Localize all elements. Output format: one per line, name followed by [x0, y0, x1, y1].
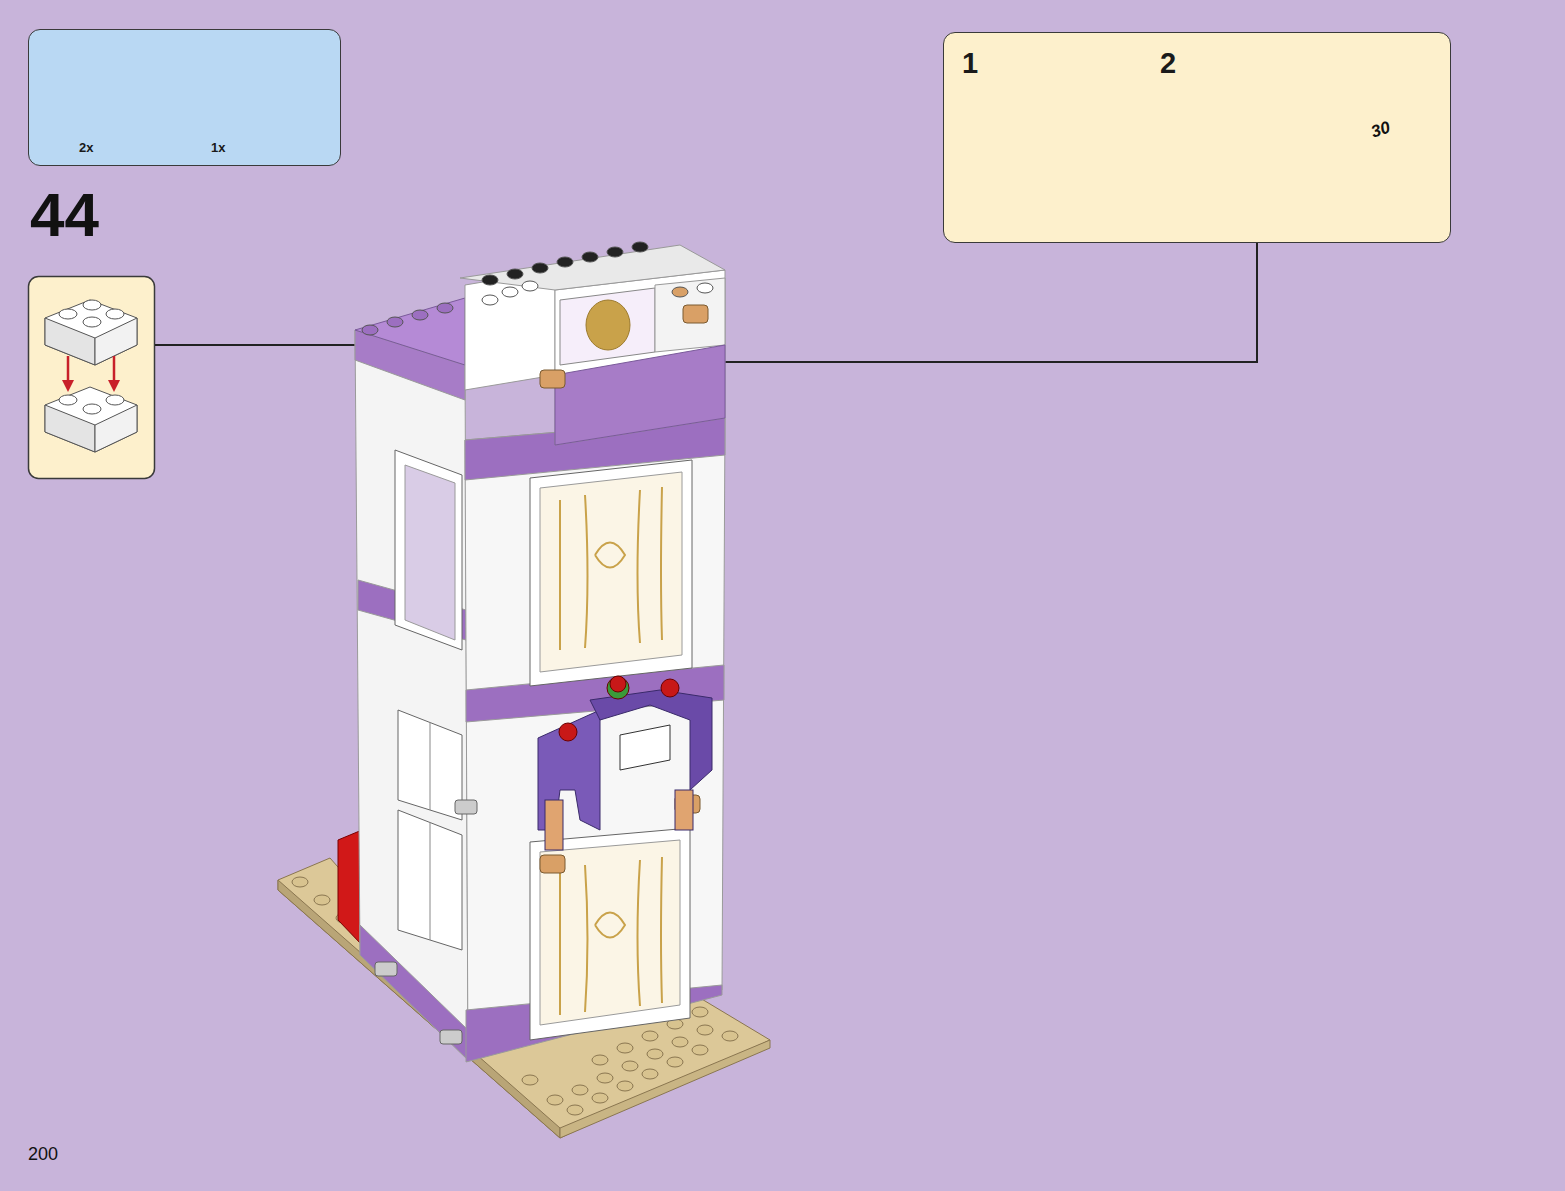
parts-list-box: 2x 1x [28, 29, 341, 166]
subassembly-box [29, 277, 155, 479]
page-number: 200 [28, 1145, 58, 1163]
pins [375, 800, 477, 1044]
arch [538, 690, 712, 850]
roses [559, 676, 679, 741]
substep-number: 2 [1160, 47, 1176, 80]
leader-arrow [640, 243, 1257, 368]
l-brick-top [45, 300, 137, 365]
step-number: 44 [30, 184, 99, 246]
assembly-arrows [62, 356, 120, 392]
part-quantity: 1x [211, 140, 225, 155]
part-quantity: 2x [79, 140, 93, 155]
l-brick-bottom [45, 387, 137, 452]
top-studs [362, 242, 713, 335]
red-element [338, 830, 362, 945]
tower-top [355, 245, 725, 445]
tower-left-face [355, 330, 468, 1060]
substep-number: 1 [962, 47, 978, 80]
tower-front-face [465, 418, 725, 1062]
